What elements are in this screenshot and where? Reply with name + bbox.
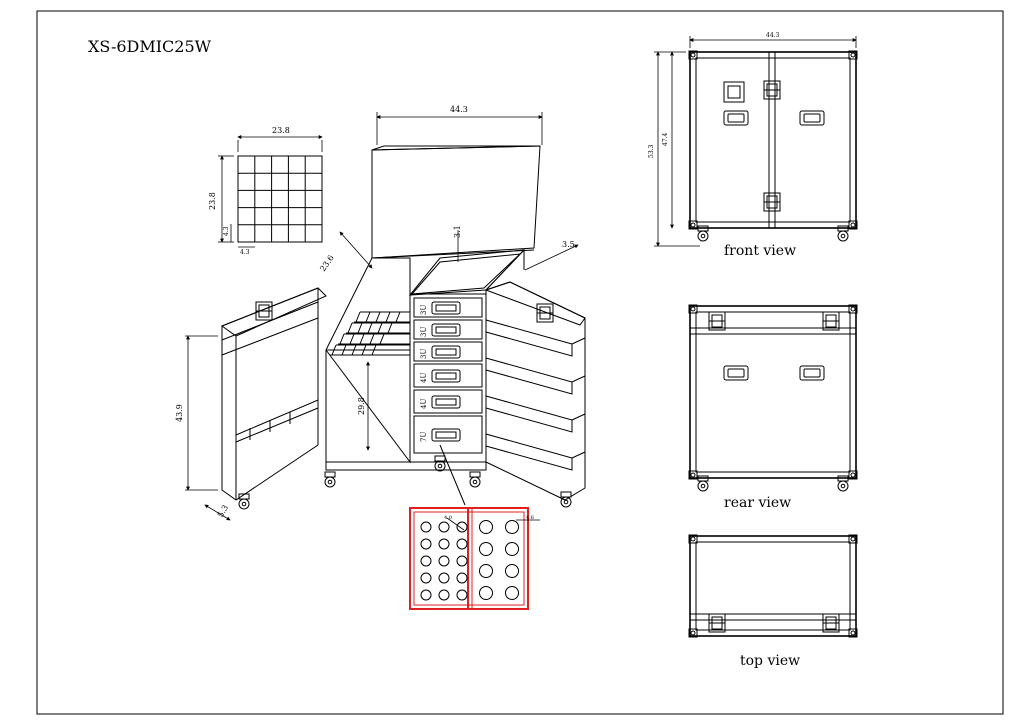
drawer-label: 7U — [420, 432, 428, 442]
dim-grid-height: 23.8 — [208, 192, 217, 210]
top-view: top view — [688, 534, 858, 669]
compartment-grid-view: 23.8 23.8 4.3 4.3 — [208, 126, 323, 256]
dim-hole-large: 4.6 — [526, 515, 534, 521]
drawer-label: 3U — [420, 305, 428, 315]
dim-front-body-height: 47.4 — [662, 132, 669, 146]
dim-door-diagonal: 23.6 — [318, 253, 336, 273]
dim-inner-height: 29.8 — [357, 397, 366, 415]
dim-top-tray: 3.1 — [453, 225, 462, 238]
open-case-isometric: 44.3 23.6 29.8 3.1 3.5 — [175, 105, 586, 521]
drawer-label: 4U — [420, 373, 428, 383]
dim-lid-offset: 3.5 — [562, 240, 575, 249]
rear-view-label: rear view — [724, 495, 791, 511]
rear-view: rear view — [688, 304, 858, 511]
dim-front-total-height: 53.3 — [648, 144, 655, 158]
drawer-label: 4U — [420, 399, 428, 409]
model-title: XS-6DMIC25W — [88, 37, 212, 56]
drawer-label: 3U — [420, 349, 428, 359]
dim-cell-height: 4.3 — [223, 226, 230, 236]
dim-cell-width: 4.3 — [240, 249, 250, 256]
dim-grid-width: 23.8 — [272, 126, 290, 135]
dim-door-depth: 5.3 — [216, 503, 230, 519]
dim-hole-small: 4.0 — [444, 515, 452, 521]
front-view-label: front view — [724, 243, 796, 259]
dim-door-height: 43.9 — [175, 404, 184, 422]
drawer-label: 3U — [420, 327, 428, 337]
dim-front-width: 44.3 — [766, 32, 780, 39]
top-view-label: top view — [740, 653, 800, 669]
sheet-border — [36, 10, 1004, 715]
foam-insert-detail: 4.0 4.6 — [409, 507, 540, 610]
dim-overall-width: 44.3 — [450, 105, 468, 114]
front-view: 44.3 53.3 47.4 front view — [648, 32, 858, 259]
